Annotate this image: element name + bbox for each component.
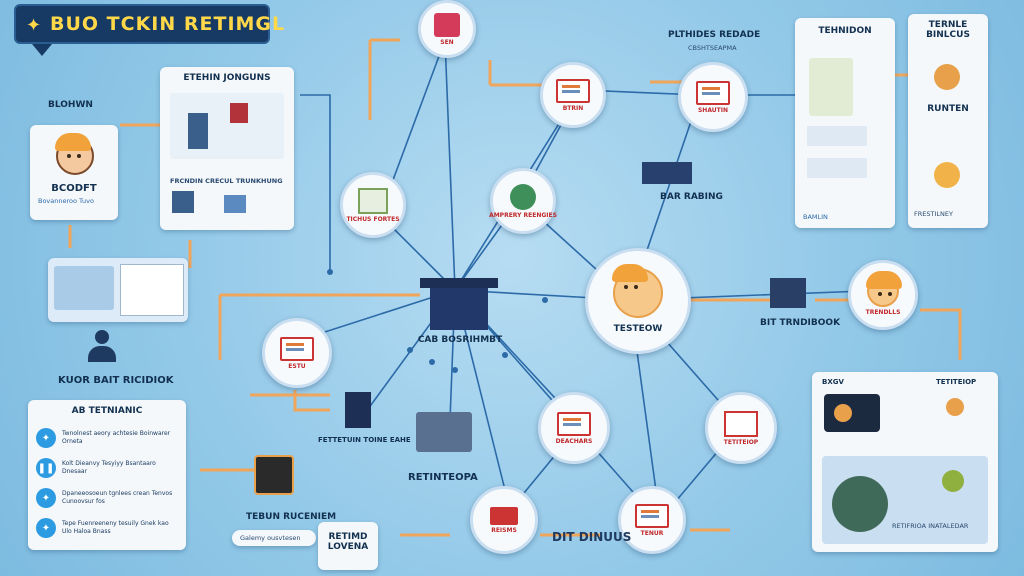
profile-top-label: BLOHWN	[48, 100, 93, 110]
hub-right[interactable]: TESTEOW	[585, 248, 691, 354]
leaf-icon	[510, 183, 536, 210]
node-lower-book[interactable]: TETITEIOP	[705, 392, 777, 464]
shop-illustration	[809, 58, 853, 116]
profile-card[interactable]: BCODFT Bovanneroo Tuvo	[30, 125, 118, 220]
presentation-icon	[696, 80, 730, 105]
list-item[interactable]: ✦ Twnolnest aeory achtesie Boinwarer Orn…	[36, 426, 176, 450]
network-illustration	[822, 456, 988, 544]
pets-sub: CBSHTSEAPMA	[688, 44, 737, 52]
building-icon	[770, 278, 806, 308]
node-bottom-2[interactable]: TENUR	[618, 486, 686, 554]
social-list[interactable]: AB TETNIANIC ✦ Twnolnest aeory achtesie …	[28, 400, 186, 550]
magic-wand-icon: ✦	[26, 15, 42, 36]
book-icon	[724, 410, 758, 437]
pause-icon: ❚❚	[36, 458, 56, 478]
node-document[interactable]: TICHUS FORTES	[340, 172, 406, 238]
city-icon	[642, 162, 692, 184]
avatar-icon	[934, 162, 960, 188]
list-title: AB TETNIANIC	[71, 406, 143, 416]
bitcoin-icon	[834, 404, 852, 422]
window-icon	[635, 503, 669, 528]
right-bottom-panel[interactable]: BXGV TETITEIOP RETIFRIOA INATALEDAR	[812, 372, 998, 552]
doc-icon	[172, 191, 194, 213]
bitcoin-card	[824, 394, 880, 432]
node-top-gift[interactable]: SEN	[418, 0, 476, 58]
gift-icon	[434, 12, 460, 37]
document-icon	[358, 187, 388, 214]
top-panel[interactable]: ETEHIN JONGUNS FRCNDIN CRECUL TRUNKHUNG	[160, 67, 294, 230]
dit-label: DIT DINUUS	[552, 530, 632, 544]
node-monitor-1[interactable]: BTRIN	[540, 62, 606, 128]
twitter-icon: ✦	[36, 428, 56, 448]
bottom-button[interactable]: Galemy ousvtesen	[232, 530, 316, 546]
bit-label: BIT TRNDIBOOK	[760, 318, 841, 328]
profile-sub: Bovanneroo Tuvo	[38, 197, 94, 205]
right-panel-2[interactable]: TERNLE BINLCUS RUNTEN FRESTILNEY	[908, 14, 988, 228]
node-screen-left[interactable]: ESTU	[262, 318, 332, 388]
laptop-icon	[557, 411, 591, 436]
right-panel-1[interactable]: TEHNIDON BAMLIN	[795, 18, 895, 228]
node-lower-1[interactable]: DEACHARS	[538, 392, 610, 464]
character-face-icon	[612, 264, 663, 318]
character-icon	[866, 270, 902, 307]
bar-label: BAR RABING	[660, 192, 723, 202]
map-thumbnail	[54, 266, 114, 310]
info-box-1	[807, 126, 867, 146]
retinpa-label: RETINTEOPA	[408, 472, 478, 483]
monitor-icon	[556, 78, 590, 103]
coin-icon	[946, 398, 964, 416]
twitter-icon: ✦	[36, 488, 56, 508]
list-item[interactable]: ❚❚ Kolt Dieanvy Tesyiyy Bsantaaro Dnesaa…	[36, 456, 176, 480]
pets-label: PLTHIDES REDADE	[668, 30, 761, 40]
header-banner: ✦ BUO TCKIN RETIMGL	[14, 4, 284, 56]
banner-tail	[32, 44, 52, 56]
kuor-label: KUOR BAIT RICIDIOK	[58, 375, 174, 386]
mini-dashboard[interactable]	[48, 258, 188, 322]
tower-icon	[345, 392, 371, 428]
avatar	[55, 133, 94, 175]
page-title: BUO TCKIN RETIMGL	[50, 13, 286, 35]
printer-icon	[490, 506, 518, 525]
computer-icon	[280, 336, 314, 361]
node-far-right[interactable]: TRENDLLS	[848, 260, 918, 330]
profile-name: BCODFT	[51, 183, 97, 194]
machine-icon	[416, 412, 472, 452]
node-leaf[interactable]: AMPRERY REENGIES	[489, 168, 557, 234]
node-bottom-1[interactable]: REISMS	[470, 486, 538, 554]
user-silhouette-icon	[88, 330, 116, 364]
fetinh-label: FETTETUIN TOINE EAHE	[318, 436, 411, 444]
cube-icon	[254, 455, 294, 495]
chart-thumbnail	[120, 264, 184, 316]
node-monitor-2[interactable]: SHAUTIN	[678, 62, 748, 132]
list-item[interactable]: ✦ Dpaneeosoeun tgnlees crean Tenvos Cuno…	[36, 486, 176, 510]
top-panel-title: ETEHIN JONGUNS	[183, 73, 271, 83]
photo-icon	[224, 195, 246, 213]
info-box-2	[807, 158, 867, 178]
server-illustration	[170, 93, 284, 159]
top-panel-sub: FRCNDIN CRECUL TRUNKHUNG	[170, 177, 283, 185]
center-title: CAB BOSRIHMBT	[417, 335, 503, 345]
central-podium-icon	[420, 278, 498, 330]
list-item[interactable]: ✦ Tepe Fuenreeneny tesuily Gnek kao Ulo …	[36, 516, 176, 540]
plant-icon	[934, 64, 960, 90]
twitter-icon: ✦	[36, 518, 56, 538]
tebin-label: TEBUN RUCENIEM	[246, 512, 337, 522]
retimd-card[interactable]: RETIMD LOVENA	[318, 522, 378, 570]
